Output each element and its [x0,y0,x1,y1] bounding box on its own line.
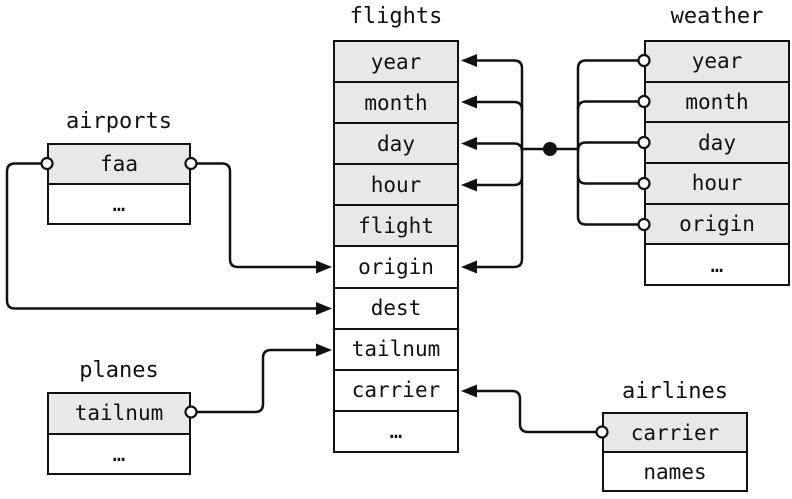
planes-field-ellipsis: … [49,432,189,473]
flights-field-tailnum: tailnum [335,327,457,369]
arrowhead-flights-year-icon [461,54,477,67]
flights-field-day: day [335,122,457,164]
connector-planes-tailnum [196,348,318,414]
weather-field-ellipsis: … [646,243,788,285]
airports-table: faa … [47,143,191,225]
flights-table: year month day hour flight origin dest t… [333,40,459,453]
flights-field-flight: flight [335,204,457,246]
weather-table-title: weather [670,4,764,29]
arrowhead-flights-carrier-icon [461,384,477,398]
connector-airlines-carrier [474,389,596,434]
airlines-field-carrier: carrier [604,414,746,451]
arrowhead-flights-month-icon [461,95,477,109]
flights-field-ellipsis: … [335,409,457,451]
planes-table: tailnum … [47,392,191,475]
airlines-table: carrier names [602,412,748,492]
arrowhead-flights-day-icon [461,137,477,150]
airlines-table-title: airlines [622,379,728,404]
flights-field-origin: origin [335,245,457,287]
arrowhead-flights-origin-icon [316,260,332,274]
flights-field-year: year [335,42,457,82]
planes-table-title: planes [79,358,159,383]
airlines-field-names: names [604,451,746,490]
weather-field-year: year [646,42,788,81]
arrowhead-flights-tailnum-icon [316,343,332,357]
flights-field-hour: hour [335,163,457,205]
weather-field-day: day [646,121,788,163]
arrowhead-flights-dest-icon [316,302,332,315]
flights-field-month: month [335,81,457,123]
flights-field-carrier: carrier [335,368,457,410]
weather-field-origin: origin [646,202,788,244]
flights-table-title: flights [349,4,443,29]
airports-field-ellipsis: … [49,183,189,223]
connector-weather-bus [576,59,639,226]
junction-dot-icon [543,142,557,156]
planes-field-tailnum: tailnum [49,394,189,433]
airports-table-title: airports [66,109,172,134]
connector-flights-bus [474,59,524,269]
airports-field-faa: faa [49,145,189,183]
weather-field-month: month [646,80,788,122]
arrowhead-flights-origin-weather-icon [461,260,477,274]
connector-airports-origin [196,162,318,269]
arrowhead-flights-hour-icon [461,178,477,192]
flights-field-dest: dest [335,286,457,328]
weather-table: year month day hour origin … [644,40,790,286]
weather-field-hour: hour [646,162,788,203]
